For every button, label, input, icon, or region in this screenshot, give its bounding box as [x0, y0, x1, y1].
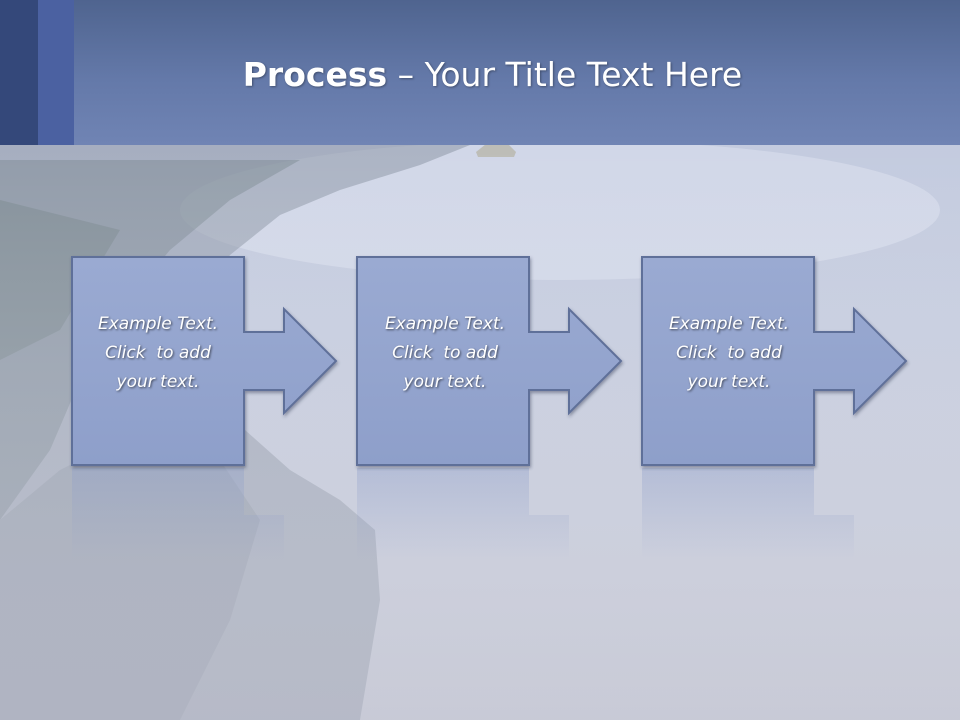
- step-2-line-2: Click to add: [392, 343, 498, 363]
- step-2-line-1: Example Text.: [384, 314, 506, 334]
- process-step-3[interactable]: [641, 256, 908, 560]
- step-3-line-3: your text.: [687, 372, 771, 392]
- step-2-reflection: [357, 468, 569, 560]
- step-2-line-3: your text.: [403, 372, 487, 392]
- step-2-text[interactable]: Example Text. Click to add your text.: [359, 310, 531, 397]
- step-1-reflection: [72, 468, 284, 560]
- process-step-1[interactable]: [71, 256, 338, 560]
- step-3-line-2: Click to add: [676, 343, 782, 363]
- step-3-arrow-shape: [641, 256, 908, 466]
- step-2-arrow-shape: [356, 256, 623, 466]
- slide-title-bold: Process: [242, 55, 388, 94]
- step-1-text[interactable]: Example Text. Click to add your text.: [72, 310, 244, 397]
- step-1-arrow-shape: [71, 256, 338, 466]
- step-1-line-2: Click to add: [105, 343, 211, 363]
- step-3-line-1: Example Text.: [668, 314, 790, 334]
- step-3-text[interactable]: Example Text. Click to add your text.: [643, 310, 815, 397]
- step-1-line-1: Example Text.: [97, 314, 219, 334]
- process-step-2[interactable]: [356, 256, 623, 560]
- slide-title-rest: – Your Title Text Here: [387, 55, 743, 94]
- step-1-line-3: your text.: [116, 372, 200, 392]
- header-accent-light: [38, 0, 74, 145]
- title-bar: Process – Your Title Text Here: [0, 0, 960, 145]
- header-accent-dark: [0, 0, 38, 145]
- slide-title[interactable]: Process – Your Title Text Here: [0, 52, 960, 98]
- step-3-reflection: [642, 468, 854, 560]
